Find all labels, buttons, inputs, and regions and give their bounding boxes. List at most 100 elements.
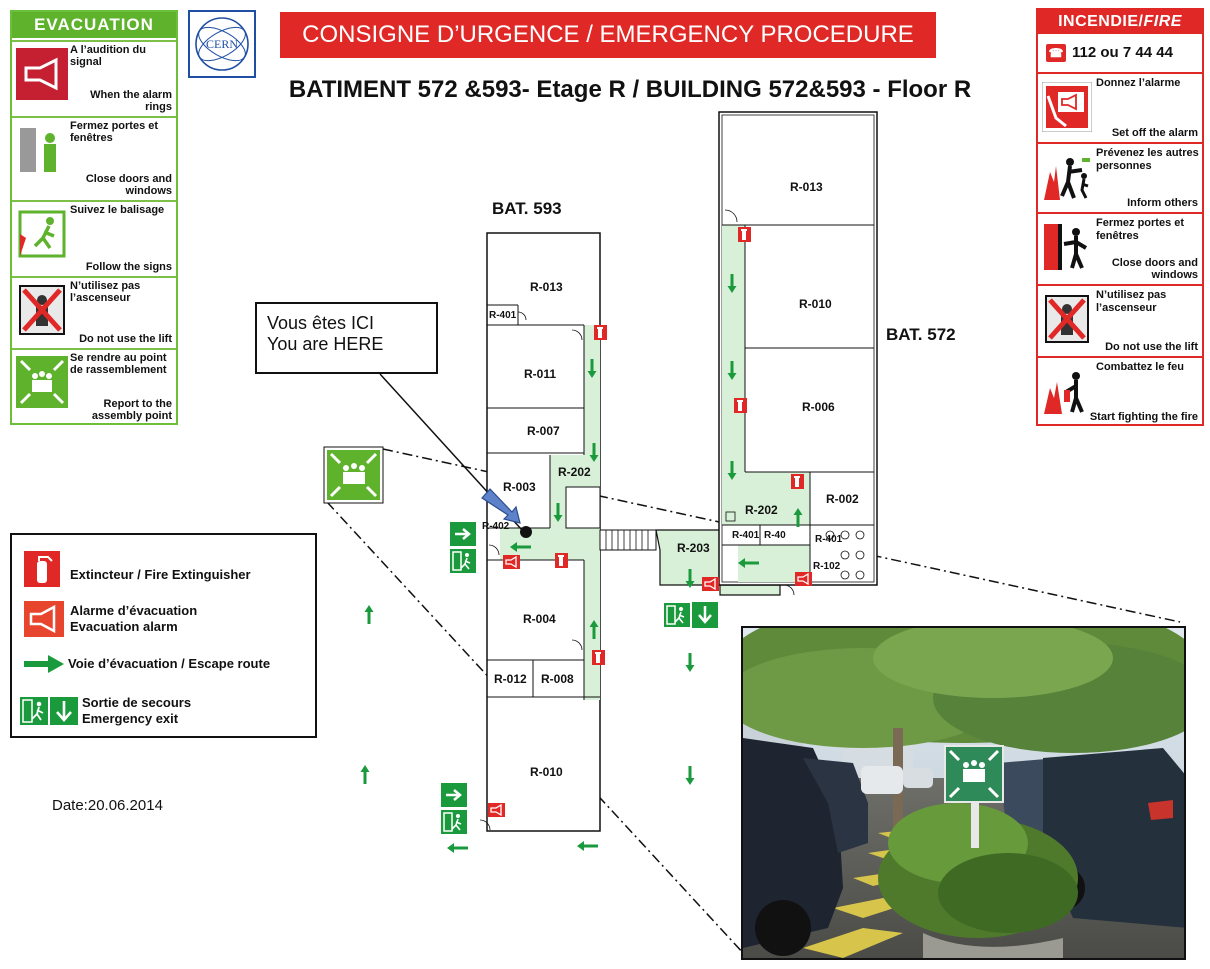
building-593-label: BAT. 593 <box>492 199 562 218</box>
legend-label-line2: Emergency exit <box>82 711 179 726</box>
emergency-exit-icon <box>449 548 477 574</box>
fire-extinguisher-icon <box>791 474 804 489</box>
fire-panel: INCENDIE/FIRE ☎ 112 ou 7 44 44 Donnez l’… <box>1036 8 1204 426</box>
room-label: R-013 <box>790 180 823 194</box>
room-label: R-002 <box>826 492 859 506</box>
legend-label: Extincteur / Fire Extinguisher <box>70 567 251 582</box>
date-label: Date:20.06.2014 <box>52 797 163 814</box>
legend-label: Voie d’évacuation / Escape route <box>68 656 271 671</box>
step-text-fr: Se rendre au point de rassemblement <box>70 352 167 376</box>
building-593-plan <box>479 232 601 832</box>
step-text-fr: Prévenez les autres personnes <box>1096 147 1199 172</box>
room-label: R-202 <box>745 503 778 517</box>
room-label: R-401 <box>489 310 517 321</box>
fire-step: N’utilisez pas l’ascenseur Do not use th… <box>1038 284 1202 356</box>
fire-step: Donnez l’alarme Set off the alarm <box>1038 72 1202 142</box>
room-label: R-007 <box>527 424 560 438</box>
room-label: R-40 <box>764 530 786 541</box>
fire-title-fr: INCENDIE/ <box>1058 13 1144 30</box>
you-are-here-arrow-icon <box>481 488 521 524</box>
you-are-here-dot <box>520 526 532 538</box>
emergency-exit-icon <box>439 781 469 809</box>
fire-step: Combattez le feu Start fighting the fire <box>1038 356 1202 426</box>
step-text-fr: N’utilisez pas l’ascenseur <box>70 280 141 304</box>
fire-extinguisher-icon <box>594 325 607 340</box>
emergency-exit-icon <box>690 600 720 630</box>
step-text-en: Close doors and windows <box>1111 257 1198 281</box>
emergency-exit-icon <box>20 697 78 725</box>
fire-extinguisher-icon <box>555 553 568 568</box>
legend-label: Alarme d’évacuation Evacuation alarm <box>70 603 197 635</box>
no-lift-icon <box>1045 295 1089 343</box>
evacuation-step: Fermez portes et fenêtres Close doors an… <box>12 116 176 200</box>
step-text-fr: Fermez portes et fenêtres <box>1096 217 1185 242</box>
room-label: R-202 <box>558 465 591 479</box>
room-label: R-402 <box>482 521 510 532</box>
page-title: CONSIGNE D’URGENCE / EMERGENCY PROCEDURE <box>280 12 936 58</box>
evacuation-alarm-icon <box>701 576 720 592</box>
evacuation-step: Suivez le balisage Follow the signs <box>12 200 176 276</box>
map-legend: Extincteur / Fire Extinguisher Alarme d’… <box>10 533 317 738</box>
legend-label-line2: Evacuation alarm <box>70 619 178 634</box>
you-are-here-en: You are HERE <box>267 334 384 354</box>
step-text-en: Close doors and windows <box>85 173 172 197</box>
evacuation-step: Se rendre au point de rassemblement Repo… <box>12 348 176 425</box>
assembly-point-icon <box>323 446 384 504</box>
you-are-here-box: Vous êtes ICI You are HERE <box>255 302 438 374</box>
inform-others-icon <box>1044 158 1090 200</box>
room-label: R-102 <box>813 561 841 572</box>
legend-label: Sortie de secours Emergency exit <box>82 695 191 727</box>
room-label: R-203 <box>677 541 710 555</box>
running-exit-icon <box>16 208 68 260</box>
step-text-en: Follow the signs <box>85 261 172 273</box>
evacuation-step: A l’audition du signal When the alarm ri… <box>12 40 176 116</box>
evacuation-alarm-icon <box>24 601 64 637</box>
emergency-phone-number: 112 ou 7 44 44 <box>1072 44 1173 61</box>
escape-route-arrow-icon <box>360 765 370 784</box>
fire-step: Fermez portes et fenêtres Close doors an… <box>1038 212 1202 284</box>
fire-extinguisher-icon <box>738 227 751 242</box>
fire-extinguisher-icon <box>592 650 605 665</box>
room-label: R-010 <box>799 297 832 311</box>
room-label: R-401 <box>732 530 760 541</box>
building-572-plan <box>718 111 878 596</box>
escape-route-arrow-icon <box>24 655 64 673</box>
fire-step: Prévenez les autres personnes Inform oth… <box>1038 142 1202 212</box>
evacuation-alarm-icon <box>487 802 506 818</box>
escape-route-arrow-icon <box>685 766 695 785</box>
building-572-label: BAT. 572 <box>886 325 956 344</box>
room-label: R-401 <box>815 534 843 545</box>
connecting-stairs <box>599 529 657 551</box>
escape-route-arrow-icon <box>577 841 598 851</box>
room-label: R-012 <box>494 672 527 686</box>
room-label: R-003 <box>503 480 536 494</box>
room-label: R-010 <box>530 765 563 779</box>
evacuation-alarm-icon <box>794 571 813 587</box>
fire-extinguisher-icon <box>24 551 60 587</box>
step-text-fr: Fermez portes et fenêtres <box>70 120 159 144</box>
evacuation-title: EVACUATION <box>12 12 176 38</box>
assembly-point-icon <box>16 356 68 408</box>
emergency-exit-icon <box>448 520 478 548</box>
escape-route-arrow-icon <box>447 843 468 853</box>
room-label: R-004 <box>523 612 556 626</box>
step-text-en: Start fighting the fire <box>1089 411 1198 423</box>
escape-route-arrow-icon <box>685 653 695 672</box>
step-text-fr: Suivez le balisage <box>70 204 165 216</box>
assembly-point-photo <box>741 626 1186 960</box>
close-door-icon <box>1044 224 1088 270</box>
legend-label-line1: Alarme d’évacuation <box>70 603 198 618</box>
room-label: R-013 <box>530 280 563 294</box>
page-subtitle: BATIMENT 572 &593- Etage R / BUILDING 57… <box>288 76 972 103</box>
step-text-fr: N’utilisez pas l’ascenseur <box>1096 289 1167 314</box>
phone-icon: ☎ <box>1046 44 1066 62</box>
no-lift-icon <box>19 285 65 335</box>
room-label: R-008 <box>541 672 574 686</box>
step-text-en: Do not use the lift <box>79 333 172 345</box>
fire-title-en: FIRE <box>1143 13 1182 30</box>
emergency-phone: ☎ 112 ou 7 44 44 <box>1038 36 1202 70</box>
alarm-horn-icon <box>16 48 68 100</box>
legend-label-line1: Sortie de secours <box>82 695 192 710</box>
step-text-fr: Donnez l’alarme <box>1096 77 1181 89</box>
